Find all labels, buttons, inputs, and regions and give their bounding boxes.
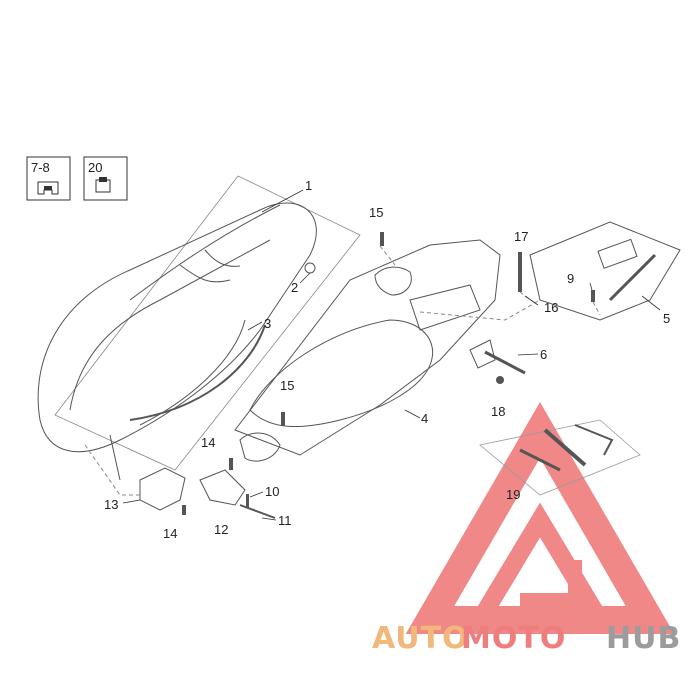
watermark-hub: HUB — [606, 621, 681, 656]
callout-11: 11 — [278, 513, 292, 528]
callout-13: 13 — [104, 497, 118, 512]
seat-part — [37, 175, 361, 481]
callout-9: 9 — [567, 271, 574, 286]
inset-label-7-8: 7-8 — [31, 160, 50, 175]
callout-16: 16 — [544, 300, 558, 315]
watermark-moto: MOTO — [461, 621, 566, 656]
callout-2: 2 — [291, 280, 298, 295]
callout-4: 4 — [421, 411, 428, 426]
latch-bracket-part — [139, 467, 276, 519]
watermark-text: AUTO MOTO HUB — [372, 621, 681, 656]
callout-10: 10 — [265, 484, 279, 499]
callout-labels: 1 2 3 4 5 6 9 10 11 12 13 14 14 15 15 16… — [104, 178, 670, 541]
callout-3: 3 — [264, 316, 271, 331]
callout-12: 12 — [214, 522, 228, 537]
callout-19: 19 — [506, 487, 520, 502]
toolkit-part — [479, 419, 641, 496]
hinge-pin-part — [469, 339, 526, 375]
callout-14a: 14 — [201, 435, 215, 450]
leader-lines — [122, 189, 661, 521]
storage-compartment-part — [234, 239, 501, 462]
inset-box-20: 20 — [83, 156, 128, 201]
watermark-auto: AUTO — [372, 621, 469, 656]
callout-17: 17 — [514, 229, 528, 244]
callout-14b: 14 — [163, 526, 177, 541]
seat-trim-strip — [129, 324, 266, 421]
callout-15b: 15 — [280, 378, 294, 393]
watermark-logo — [405, 402, 675, 634]
inset-box-7-8: 7-8 — [26, 156, 71, 201]
callout-6: 6 — [540, 347, 547, 362]
callout-18: 18 — [491, 404, 505, 419]
rear-carrier-part — [529, 221, 681, 321]
inset-label-20: 20 — [88, 160, 102, 175]
clip-part — [304, 262, 316, 274]
callout-1: 1 — [305, 178, 312, 193]
screw-parts — [182, 232, 595, 515]
callout-15a: 15 — [369, 205, 383, 220]
callout-5: 5 — [663, 311, 670, 326]
